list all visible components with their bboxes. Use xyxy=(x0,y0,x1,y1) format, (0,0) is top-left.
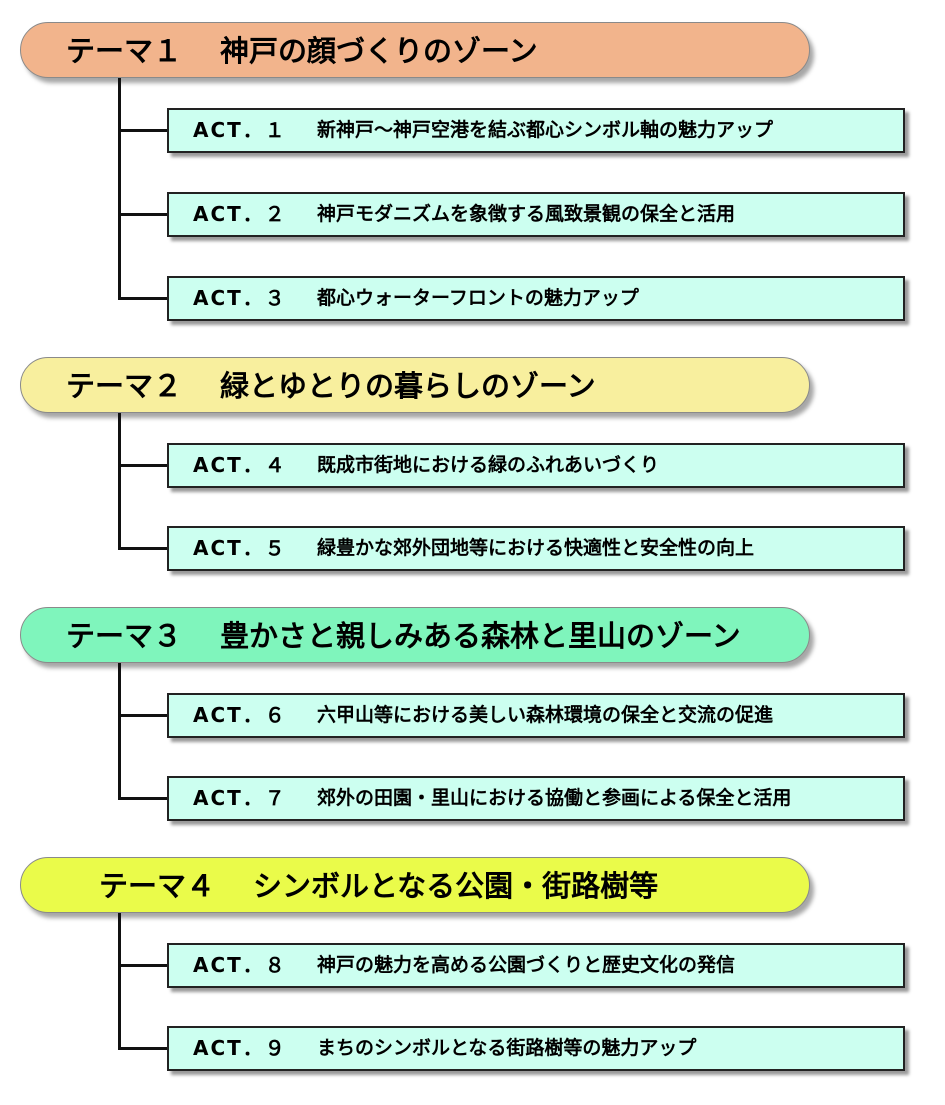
connector-branch xyxy=(118,464,167,467)
theme-number: テーマ１ xyxy=(66,34,183,68)
action-code: ACT．２ xyxy=(193,202,287,226)
connector-branch xyxy=(118,547,167,550)
theme-title: シンボルとなる公園・街路樹等 xyxy=(253,869,659,903)
theme-number: テーマ３ xyxy=(66,619,183,653)
action-text: 都心ウォーターフロントの魅力アップ xyxy=(317,287,639,309)
theme-label: テーマ３ 豊かさと親しみある森林と里山のゾーン xyxy=(66,608,741,664)
connector-branch xyxy=(118,213,167,216)
action-code: ACT．８ xyxy=(193,953,287,977)
theme-label: テーマ４ シンボルとなる公園・街路樹等 xyxy=(99,858,658,914)
action-box: ACT．８ 神戸の魅力を高める公園づくりと歴史文化の発信 xyxy=(167,943,905,988)
connector-branch xyxy=(118,297,167,300)
theme-number: テーマ４ xyxy=(99,869,216,903)
action-text: 神戸モダニズムを象徴する風致景観の保全と活用 xyxy=(317,203,736,225)
connector-branch xyxy=(118,797,167,800)
action-box: ACT．４ 既成市街地における緑のふれあいづくり xyxy=(167,443,905,488)
connector-line xyxy=(118,913,121,1050)
action-text: 郊外の田園・里山における協働と参画による保全と活用 xyxy=(317,787,792,809)
connector-branch xyxy=(118,964,167,967)
action-code: ACT．９ xyxy=(193,1036,287,1060)
theme-title: 豊かさと親しみある森林と里山のゾーン xyxy=(220,619,741,653)
action-text: 既成市街地における緑のふれあいづくり xyxy=(317,454,660,476)
action-text: まちのシンボルとなる街路樹等の魅力アップ xyxy=(317,1037,697,1059)
action-code: ACT．７ xyxy=(193,786,287,810)
theme-label: テーマ２ 緑とゆとりの暮らしのゾーン xyxy=(66,358,596,414)
action-box: ACT．１ 新神戸～神戸空港を結ぶ都心シンボル軸の魅力アップ xyxy=(167,108,905,153)
theme-title: 緑とゆとりの暮らしのゾーン xyxy=(220,369,596,403)
action-code: ACT．５ xyxy=(193,536,287,560)
theme-label: テーマ１ 神戸の顔づくりのゾーン xyxy=(66,23,538,79)
action-box: ACT．６ 六甲山等における美しい森林環境の保全と交流の促進 xyxy=(167,693,905,738)
action-box: ACT．３ 都心ウォーターフロントの魅力アップ xyxy=(167,276,905,321)
theme-header: テーマ３ 豊かさと親しみある森林と里山のゾーン xyxy=(20,607,810,663)
connector-branch xyxy=(118,129,167,132)
action-text: 神戸の魅力を高める公園づくりと歴史文化の発信 xyxy=(317,954,736,976)
connector-branch xyxy=(118,714,167,717)
action-code: ACT．４ xyxy=(193,453,287,477)
action-text: 六甲山等における美しい森林環境の保全と交流の促進 xyxy=(317,704,774,726)
action-box: ACT．５ 緑豊かな郊外団地等における快適性と安全性の向上 xyxy=(167,526,905,571)
connector-line xyxy=(118,413,121,550)
theme-header: テーマ１ 神戸の顔づくりのゾーン xyxy=(20,22,810,78)
action-text: 新神戸～神戸空港を結ぶ都心シンボル軸の魅力アップ xyxy=(317,119,774,141)
action-text: 緑豊かな郊外団地等における快適性と安全性の向上 xyxy=(317,537,755,559)
action-code: ACT．６ xyxy=(193,703,287,727)
theme-header: テーマ４ シンボルとなる公園・街路樹等 xyxy=(20,857,810,913)
connector-line xyxy=(118,78,121,300)
theme-number: テーマ２ xyxy=(66,369,183,403)
action-code: ACT．３ xyxy=(193,286,287,310)
connector-line xyxy=(118,663,121,800)
theme-title: 神戸の顔づくりのゾーン xyxy=(220,34,538,68)
connector-branch xyxy=(118,1047,167,1050)
action-box: ACT．９ まちのシンボルとなる街路樹等の魅力アップ xyxy=(167,1026,905,1071)
action-code: ACT．１ xyxy=(193,118,287,142)
action-box: ACT．７ 郊外の田園・里山における協働と参画による保全と活用 xyxy=(167,776,905,821)
action-box: ACT．２ 神戸モダニズムを象徴する風致景観の保全と活用 xyxy=(167,192,905,237)
theme-header: テーマ２ 緑とゆとりの暮らしのゾーン xyxy=(20,357,810,413)
